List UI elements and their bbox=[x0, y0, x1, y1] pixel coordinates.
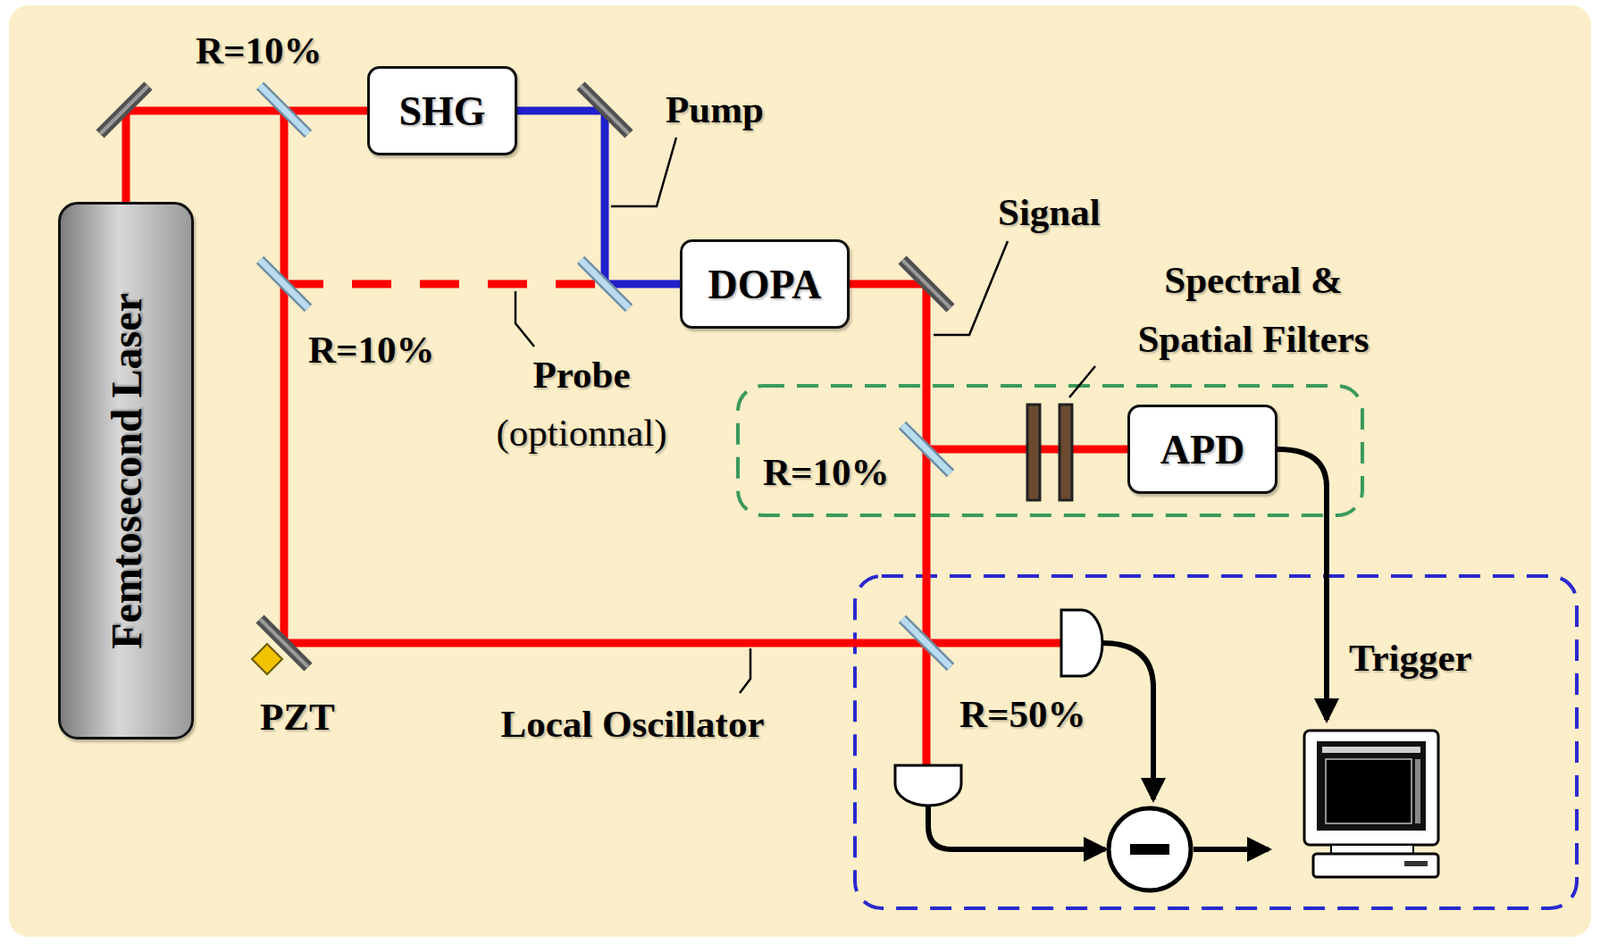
leader-line bbox=[933, 241, 1008, 336]
part-label: PZT bbox=[259, 694, 336, 741]
beam-label: Signal bbox=[997, 189, 1101, 236]
laser-beam bbox=[517, 110, 680, 285]
signal-wire bbox=[928, 805, 1106, 850]
beam-label: Pump bbox=[665, 86, 764, 134]
screen-toolbar bbox=[1322, 746, 1421, 754]
reflectivity-label: R=50% bbox=[959, 691, 1087, 738]
signal-wire bbox=[1102, 643, 1154, 800]
reflectivity-label: R=10% bbox=[195, 27, 323, 75]
node-label: Femtosecond Laser bbox=[101, 293, 151, 650]
laser-source: Femtosecond Laser bbox=[58, 201, 194, 740]
beam-splitter bbox=[580, 259, 629, 309]
minus-symbol bbox=[1130, 844, 1170, 855]
filter-label: Spectral & Spatial Filters bbox=[1123, 251, 1384, 369]
beam-splitter-glass bbox=[259, 85, 309, 135]
drive-slot bbox=[1404, 861, 1428, 867]
node-label: SHG bbox=[398, 87, 486, 135]
leader-line bbox=[739, 648, 751, 694]
node-label: APD bbox=[1160, 426, 1246, 474]
signal-label: Trigger bbox=[1348, 635, 1473, 682]
reflectivity-label: R=10% bbox=[308, 326, 436, 374]
mirror-highlight bbox=[580, 85, 629, 135]
beam-splitter-glass bbox=[580, 259, 629, 309]
mirror bbox=[580, 85, 629, 135]
detector-box: APD bbox=[1127, 404, 1278, 495]
mirror-highlight bbox=[902, 259, 951, 309]
reflectivity-label: R=10% bbox=[762, 449, 890, 496]
beam-label: Local Oscillator bbox=[501, 701, 765, 748]
mirror bbox=[259, 619, 309, 668]
leader-line bbox=[611, 137, 677, 207]
beam-splitter bbox=[259, 259, 309, 309]
monitor-frame bbox=[1304, 730, 1439, 846]
process-box: SHG bbox=[367, 66, 518, 156]
beam-label: Probe bbox=[533, 351, 631, 399]
beam-splitter bbox=[259, 85, 309, 135]
beam-splitter bbox=[902, 425, 951, 474]
signal-wire bbox=[1193, 846, 1269, 853]
mirror bbox=[100, 85, 149, 135]
laser-beam bbox=[849, 284, 1128, 450]
subtractor-symbol bbox=[1108, 808, 1191, 891]
process-box: DOPA bbox=[679, 239, 850, 329]
probe-beam bbox=[284, 280, 605, 289]
beam-splitter-glass bbox=[902, 425, 951, 474]
beam-splitter-glass bbox=[259, 259, 309, 309]
laser-beam bbox=[922, 449, 931, 766]
laser-beam bbox=[284, 109, 1062, 644]
dashed-group-box bbox=[854, 576, 1577, 909]
spectral-filter bbox=[1027, 404, 1040, 501]
photodiode-symbol bbox=[1061, 610, 1103, 677]
beam-splitter-glass bbox=[902, 619, 951, 668]
screen-scrollbar bbox=[1415, 759, 1421, 824]
trigger-wire bbox=[1277, 449, 1327, 721]
beam-splitter bbox=[902, 619, 951, 668]
screen-window bbox=[1325, 759, 1412, 824]
mirror bbox=[902, 259, 951, 309]
leader-line bbox=[515, 291, 535, 347]
mirror-highlight bbox=[259, 619, 309, 668]
note-label: (optionnal) bbox=[496, 410, 668, 457]
spatial-filter bbox=[1059, 404, 1073, 501]
computer-base bbox=[1313, 854, 1439, 878]
leader-line bbox=[1069, 366, 1096, 398]
monitor-screen bbox=[1316, 741, 1426, 831]
laser-beam bbox=[125, 110, 368, 202]
photodiode-symbol bbox=[895, 765, 962, 806]
background-panel bbox=[8, 5, 1592, 938]
computer-icon bbox=[1304, 730, 1439, 878]
mirror-highlight bbox=[100, 85, 149, 135]
node-label: DOPA bbox=[708, 260, 822, 309]
pzt-actuator bbox=[251, 644, 283, 675]
